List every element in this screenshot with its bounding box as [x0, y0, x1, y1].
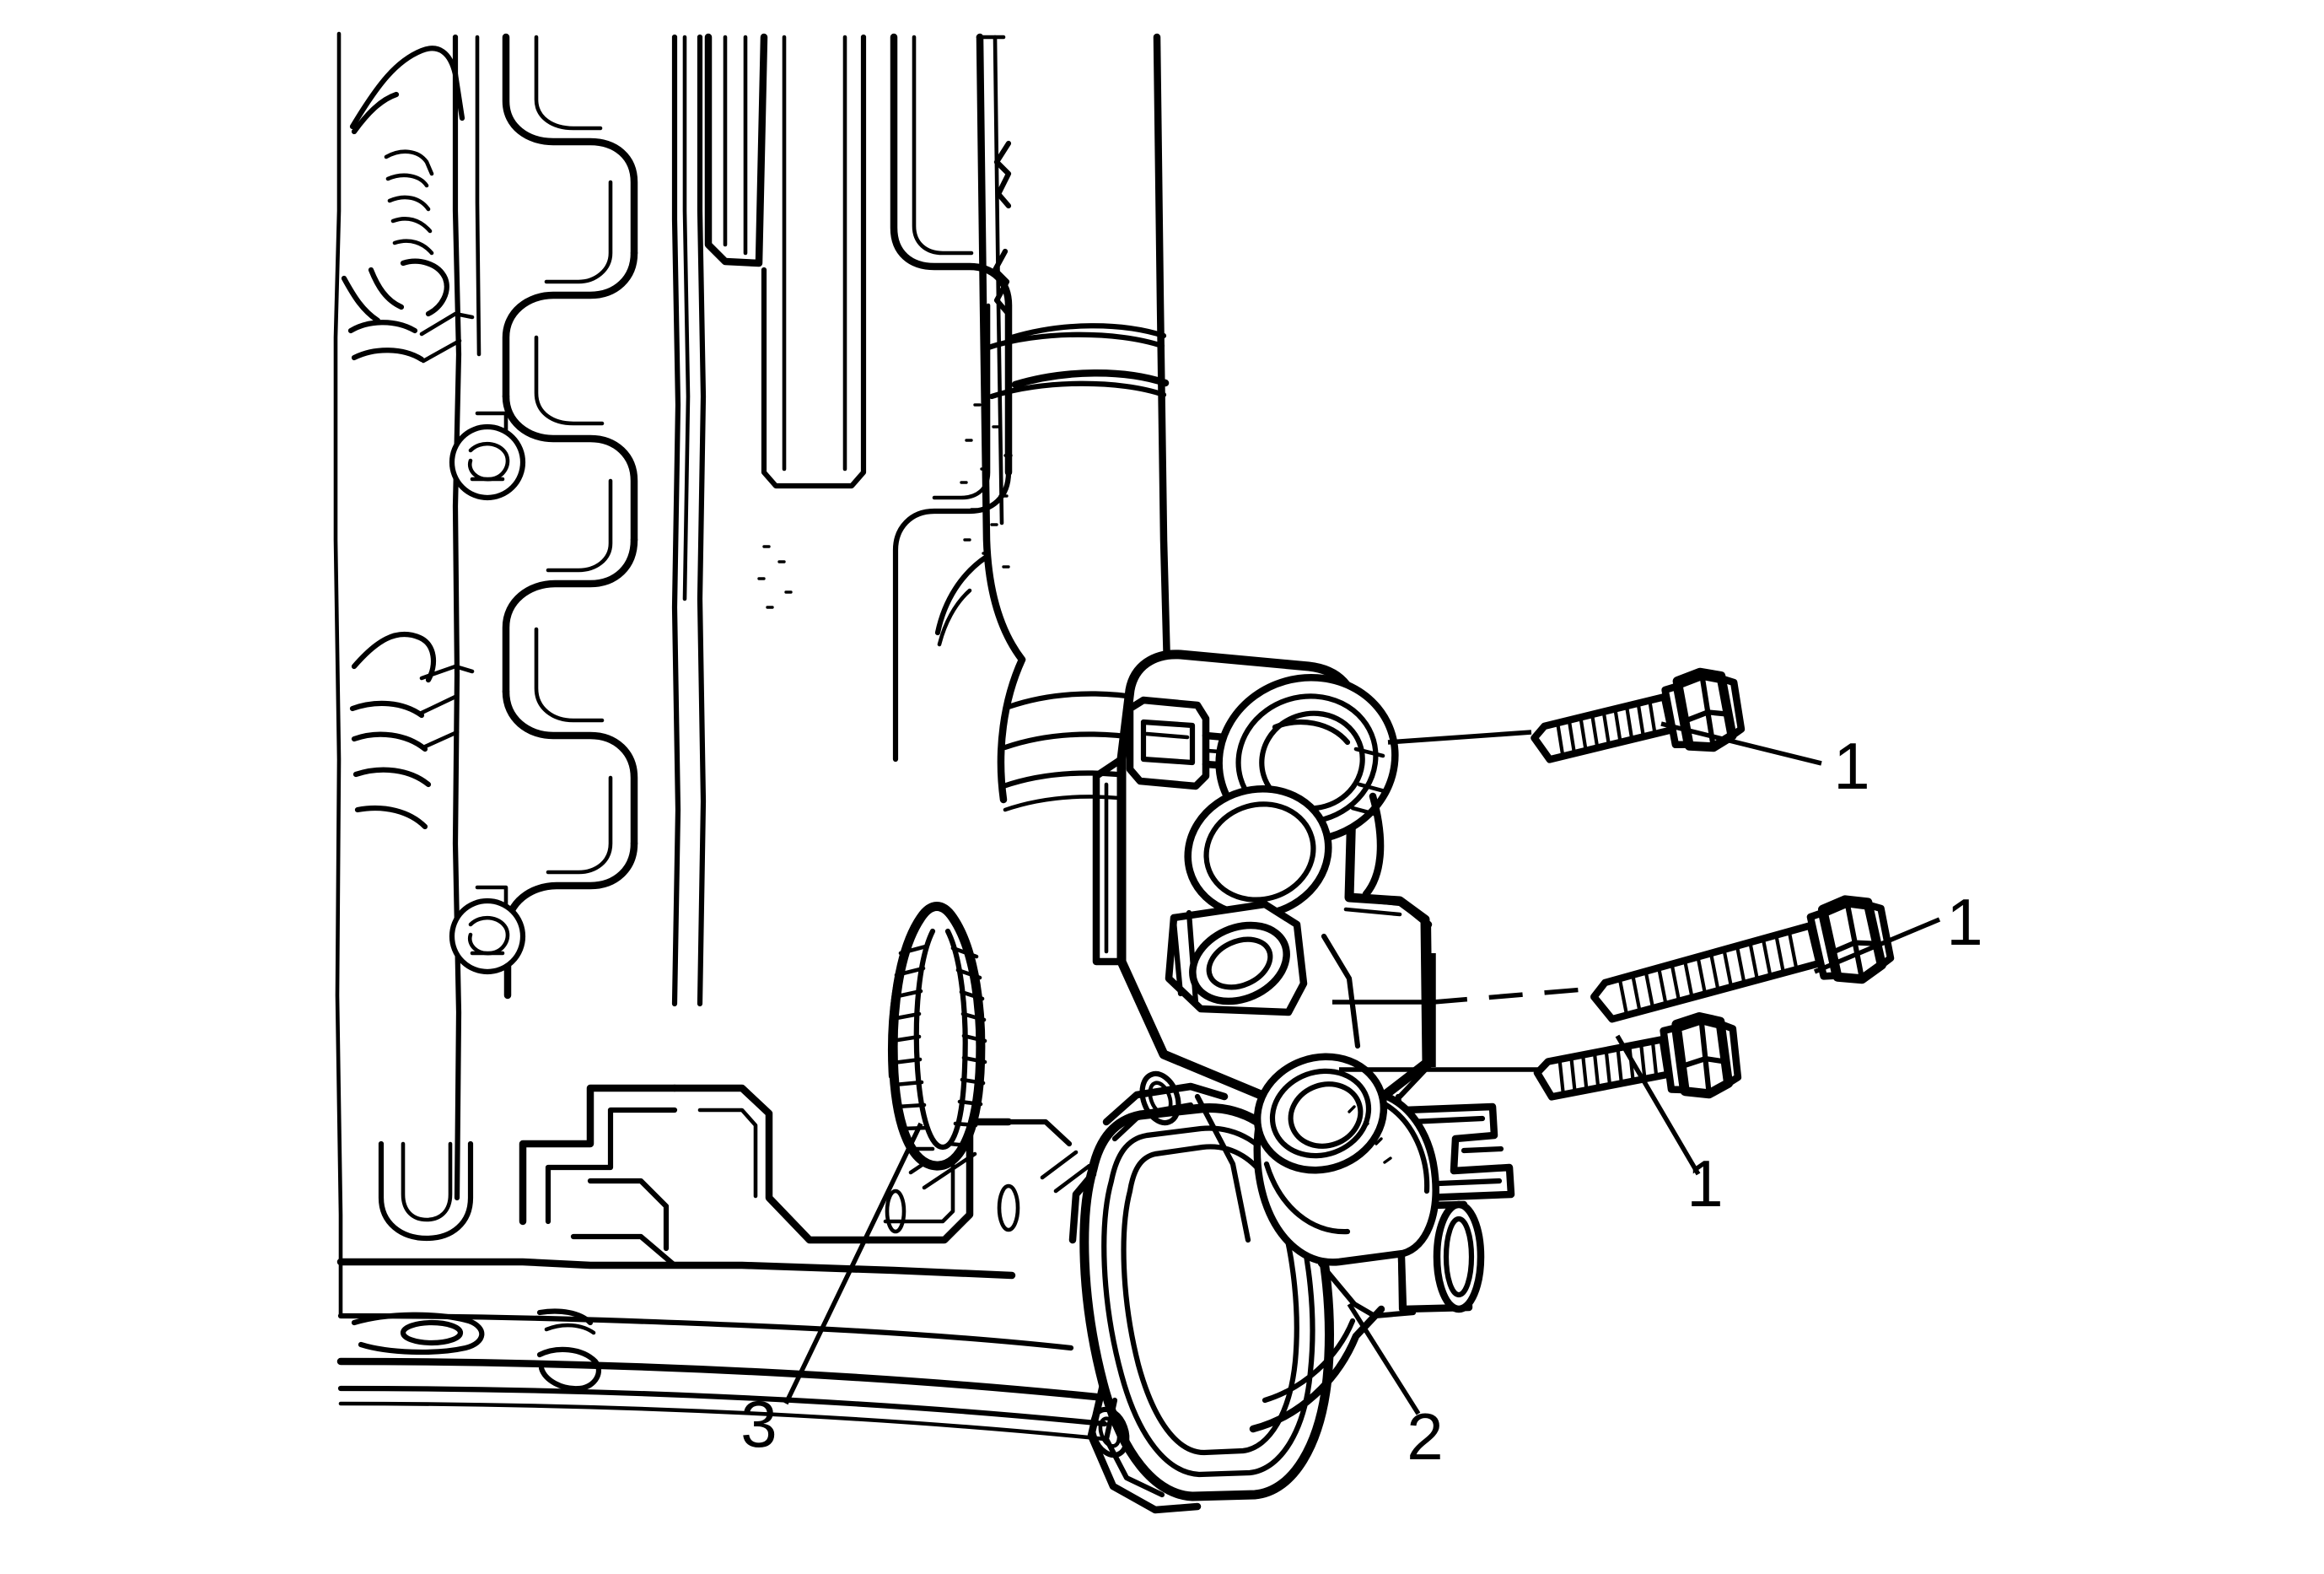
callout-1-top-label: 1 — [1833, 729, 1869, 803]
leader-callout-2 — [1347, 1302, 1421, 1415]
bolt-centerlines — [1332, 730, 1595, 1072]
leader-callout-1-top — [1660, 721, 1822, 766]
upper-coolant-outlet-port — [1184, 674, 1399, 919]
leader-callout-1-bottom — [1615, 1034, 1701, 1176]
lower-coolant-outlet-port — [1253, 1053, 1439, 1266]
sensor-boss — [1165, 900, 1308, 1016]
bolt-boss-upper — [449, 423, 526, 501]
engine-block-assembly — [333, 31, 1108, 1442]
leader-callout-1-right — [1813, 917, 1941, 974]
engine-coolant-thermostat-housing[interactable] — [1068, 650, 1515, 1514]
thermostat-housing-seal — [887, 902, 987, 1171]
coolant-pipe-vertical — [934, 33, 1184, 814]
callout-1-bottom-label: 1 — [1687, 1146, 1723, 1221]
callout-leaders — [783, 721, 1941, 1415]
leader-callout-3 — [783, 1122, 923, 1405]
bolt-boss-lower — [449, 898, 526, 975]
callout-2-label: 2 — [1407, 1399, 1443, 1474]
thermostat-housing-bolt-long[interactable] — [1585, 893, 1895, 1030]
callout-1-right-label: 1 — [1946, 885, 1982, 959]
thermostat-housing-bolt-short[interactable] — [1533, 1012, 1742, 1112]
callout-3-label: 3 — [740, 1387, 777, 1461]
callout-labels: 1 1 1 2 3 — [740, 729, 1982, 1474]
